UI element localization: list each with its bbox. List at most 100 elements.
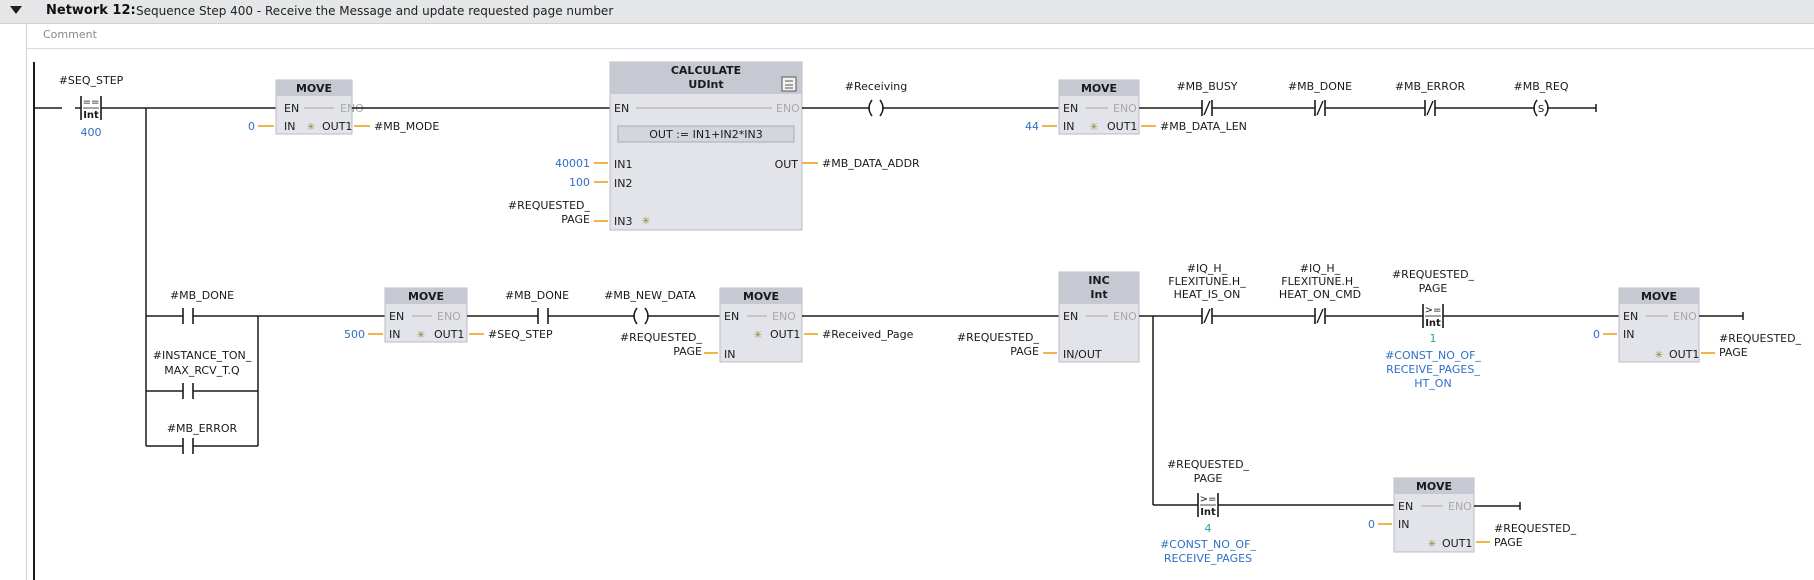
move-block-2-title: MOVE [1081, 82, 1117, 95]
mb-new-data-coil-right-arc[interactable] [644, 307, 649, 325]
receiving-coil-label: #Receiving [845, 80, 908, 93]
calc-in3-value-l1: #REQUESTED_ [508, 199, 591, 212]
cmp1-label-l2: PAGE [1419, 282, 1448, 295]
move6-in-value: 0 [1368, 518, 1375, 531]
requested-page-compare-1-type: Int [1425, 318, 1441, 329]
inc-en: EN [1063, 310, 1078, 323]
move6-in: IN [1398, 518, 1409, 531]
move-block-2-header [1059, 80, 1139, 96]
calc-en: EN [614, 102, 629, 115]
cmp1-const-l1: #CONST_NO_OF_ [1385, 349, 1481, 362]
mb-req-coil-left-arc[interactable] [1533, 99, 1538, 117]
move2-in: IN [1063, 120, 1074, 133]
calculator-icon[interactable] [781, 76, 797, 92]
cmp1-const-l3: HT_ON [1414, 377, 1451, 390]
move-block-3-title: MOVE [408, 290, 444, 303]
move1-en: EN [284, 102, 299, 115]
move4-eno: ENO [772, 310, 796, 323]
iq1-label-l2: FLEXITUNE.H_ [1168, 275, 1246, 288]
move-block-1-title: MOVE [296, 82, 332, 95]
inc-eno: ENO [1113, 310, 1137, 323]
requested-page-compare-2-type: Int [1200, 507, 1216, 518]
cmp2-const-l1: #CONST_NO_OF_ [1160, 538, 1256, 551]
move2-out-value: #MB_DATA_LEN [1160, 120, 1247, 133]
seq-step-compare-operator: == [83, 97, 100, 108]
move4-out-value: #Received_Page [822, 328, 914, 341]
inc-title: INC [1088, 274, 1109, 287]
iq2-label-l1: #IQ_H_ [1300, 262, 1341, 275]
cmp1-value: 1 [1430, 332, 1437, 345]
network-header[interactable]: Network 12: Sequence Step 400 - Receive … [0, 0, 1814, 24]
cmp2-value: 4 [1205, 522, 1212, 535]
receiving-coil-right-arc[interactable] [879, 99, 884, 117]
move6-en: EN [1398, 500, 1413, 513]
calc-formula[interactable]: OUT := IN1+IN2*IN3 [649, 128, 762, 141]
network-title: Network 12: [46, 3, 136, 18]
pin-marker-icon: ✳ [1428, 539, 1436, 550]
move-block-5-title: MOVE [1641, 290, 1677, 303]
pin-marker-icon: ✳ [307, 122, 315, 133]
move1-in: IN [284, 120, 295, 133]
move-block-6-header [1394, 478, 1474, 494]
calc-out: OUT [775, 158, 799, 171]
collapse-arrow-icon[interactable] [10, 6, 22, 14]
mb-done-label-3: #MB_DONE [505, 289, 569, 302]
receiving-coil-left-arc[interactable] [868, 99, 873, 117]
move3-en: EN [389, 310, 404, 323]
pin-marker-icon: ✳ [1655, 350, 1663, 361]
calc-in3-value-l2: PAGE [561, 213, 590, 226]
editor-left-border [26, 23, 27, 580]
iq-heat-on-cmd-contact-slash [1316, 308, 1324, 324]
move2-eno: ENO [1113, 102, 1137, 115]
formula-field[interactable] [617, 125, 795, 143]
move5-in: IN [1623, 328, 1634, 341]
move3-out-value: #SEQ_STEP [488, 328, 553, 341]
mb-req-coil-right-arc[interactable] [1544, 99, 1549, 117]
move1-in-value: 0 [248, 120, 255, 133]
move4-in: IN [724, 348, 735, 361]
move6-eno: ENO [1448, 500, 1472, 513]
calc-eno: ENO [776, 102, 800, 115]
move4-en: EN [724, 310, 739, 323]
cmp1-const-l2: RECEIVE_PAGES_ [1386, 363, 1480, 376]
calc-in2-value: 100 [569, 176, 590, 189]
mb-error-label-1: #MB_ERROR [1395, 80, 1466, 93]
move6-out-value-l1: #REQUESTED_ [1494, 522, 1577, 535]
cmp2-label-l1: #REQUESTED_ [1167, 458, 1250, 471]
move-block-4-title: MOVE [743, 290, 779, 303]
move5-eno: ENO [1673, 310, 1697, 323]
move2-en: EN [1063, 102, 1078, 115]
move-block-1-header [276, 80, 352, 96]
pin-marker-icon: ✳ [642, 216, 650, 227]
move5-out: OUT1 [1669, 348, 1699, 361]
inc-inout: IN/OUT [1063, 348, 1102, 361]
move-block-6-title: MOVE [1416, 480, 1452, 493]
calc-in2: IN2 [614, 177, 632, 190]
network-description[interactable]: Sequence Step 400 - Receive the Message … [136, 4, 614, 18]
move6-out: OUT1 [1442, 537, 1472, 550]
mb-busy-label: #MB_BUSY [1176, 80, 1237, 93]
seq-step-value: 400 [81, 126, 102, 139]
move1-out-value: #MB_MODE [374, 120, 439, 133]
mb-new-data-coil-left-arc[interactable] [633, 307, 638, 325]
move4-in-value-l2: PAGE [673, 345, 702, 358]
move3-in-value: 500 [344, 328, 365, 341]
ton-label-l2: MAX_RCV_T.Q [164, 364, 240, 377]
seq-step-compare-type: Int [83, 110, 99, 121]
move4-out: OUT1 [770, 328, 800, 341]
seq-step-operand: #SEQ_STEP [59, 74, 124, 87]
network-comment-field[interactable]: Comment [27, 23, 1814, 49]
move5-out-value-l1: #REQUESTED_ [1719, 332, 1802, 345]
calculate-header [610, 62, 802, 94]
move5-en: EN [1623, 310, 1638, 323]
comment-placeholder[interactable]: Comment [43, 28, 97, 41]
move5-out-value-l2: PAGE [1719, 346, 1748, 359]
pin-marker-icon: ✳ [417, 330, 425, 341]
iq2-label-l3: HEAT_ON_CMD [1279, 288, 1361, 301]
calculate-title: CALCULATE [671, 64, 741, 77]
move-block-4-header [720, 288, 802, 304]
inc-type: Int [1090, 288, 1107, 301]
move1-out: OUT1 [322, 120, 352, 133]
